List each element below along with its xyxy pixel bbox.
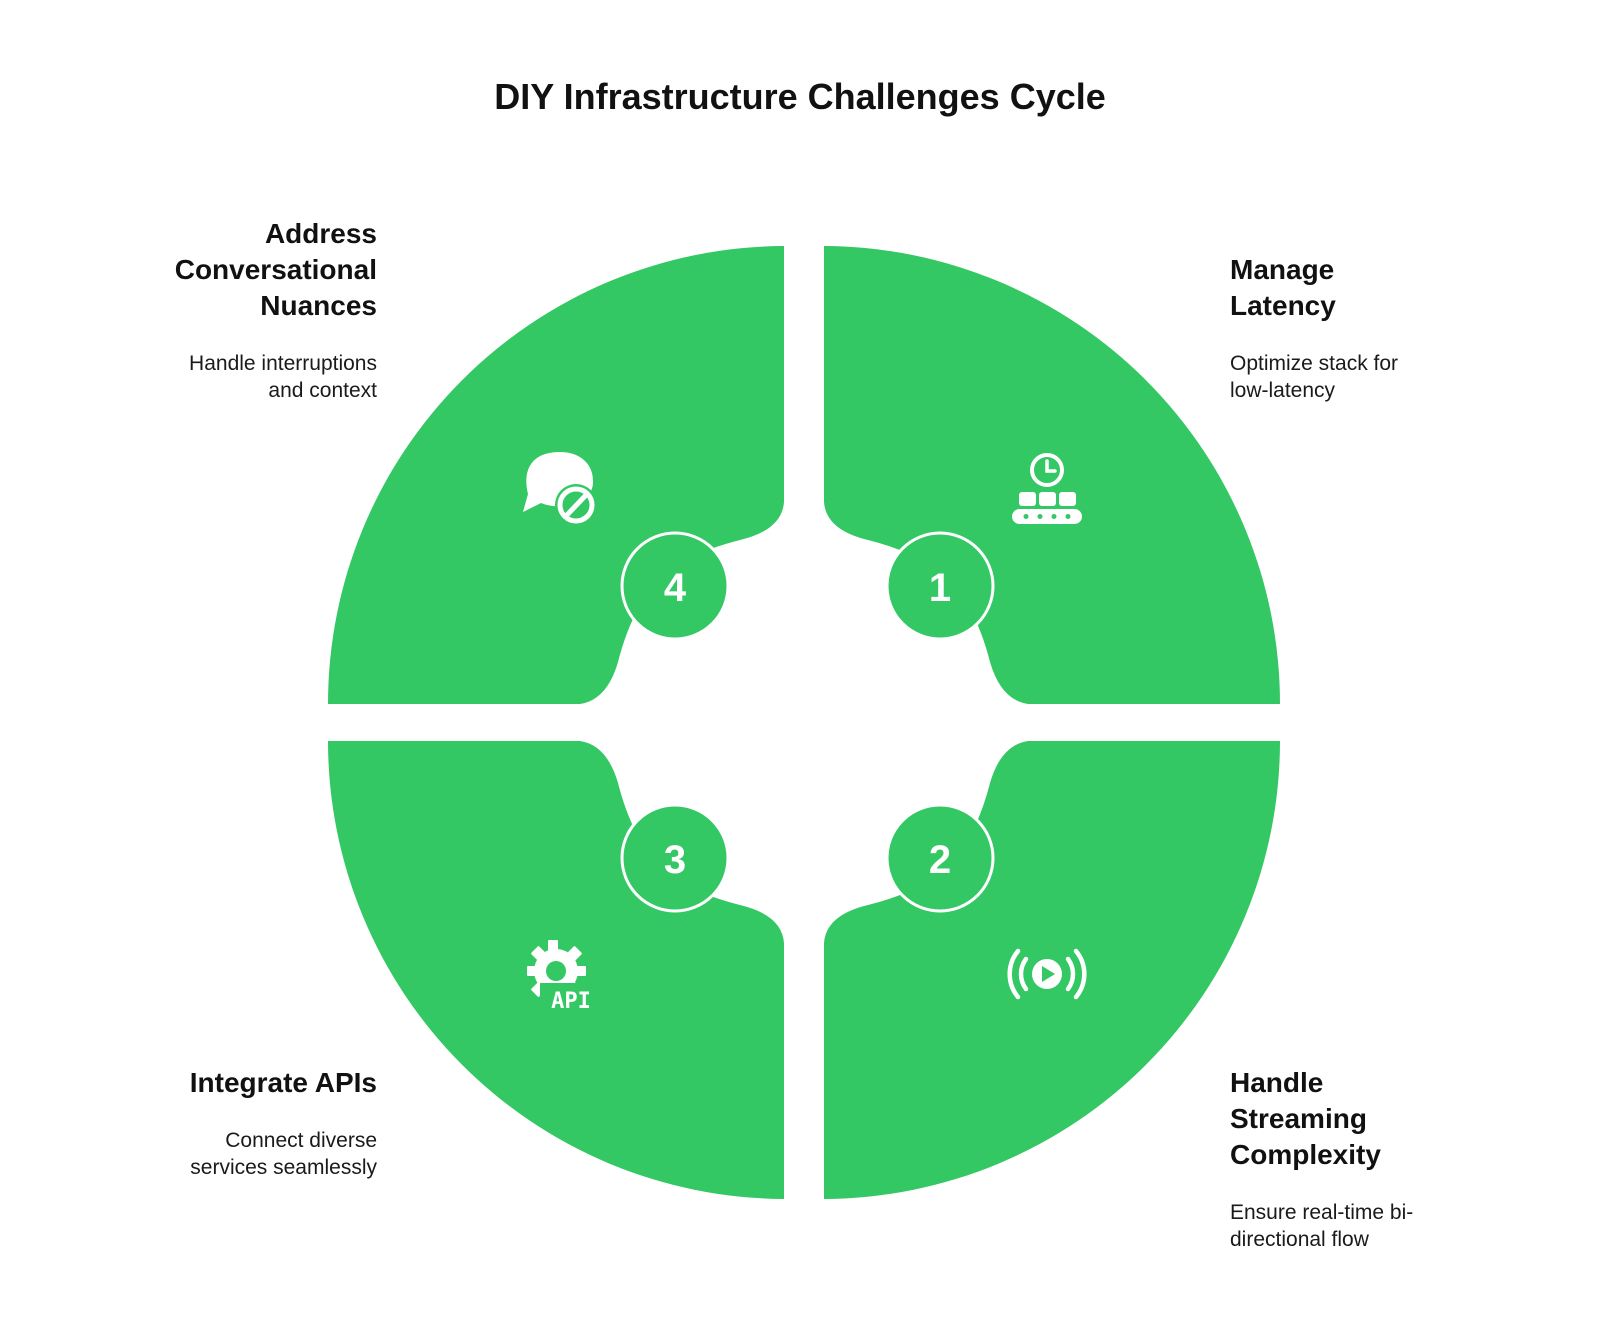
step-badge-4: 4 [620, 531, 730, 641]
step-heading-4-line-2: Conversational [174, 254, 377, 285]
step-badge-3: 3 [620, 803, 730, 913]
step-heading-2-line-3: Complexity [1230, 1139, 1381, 1170]
step-heading-1: Manage Latency [1230, 252, 1460, 324]
step-heading-2: Handle Streaming Complexity [1230, 1065, 1460, 1173]
diagram-title: DIY Infrastructure Challenges Cycle [494, 76, 1106, 117]
step-number-1: 1 [929, 566, 951, 610]
step-description-4-line-2: and context [268, 379, 377, 402]
step-badge-2: 2 [885, 803, 995, 913]
gear-api-icon: API [527, 940, 604, 1014]
step-description-2-line-1: Ensure real-time bi- [1230, 1201, 1414, 1224]
step-heading-2-line-1: Handle [1230, 1067, 1324, 1098]
step-heading-2-line-2: Streaming [1230, 1103, 1367, 1134]
step-description-1-line-2: low-latency [1230, 379, 1336, 402]
chat-blocked-icon [523, 452, 597, 526]
segment-1 [824, 246, 1280, 704]
step-heading-4-line-1: Address [264, 218, 377, 249]
step-description-3-line-2: services seamlessly [190, 1156, 377, 1179]
step-heading-4: Address Conversational Nuances [147, 216, 377, 324]
step-heading-4-line-3: Nuances [260, 290, 377, 321]
step-description-4-line-1: Handle interruptions [189, 352, 377, 375]
step-number-2: 2 [929, 838, 951, 882]
step-label-4: Address Conversational Nuances Handle in… [147, 216, 377, 404]
step-heading-3-line-1: Integrate APIs [189, 1067, 377, 1098]
step-heading-3: Integrate APIs [147, 1065, 377, 1101]
step-description-1: Optimize stack for low-latency [1230, 350, 1460, 404]
step-description-3: Connect diverse services seamlessly [147, 1127, 377, 1181]
step-description-3-line-1: Connect diverse [225, 1129, 377, 1152]
step-description-2: Ensure real-time bi- directional flow [1230, 1199, 1460, 1253]
clock-conveyor-icon [1012, 453, 1082, 524]
step-number-4: 4 [664, 566, 687, 610]
step-description-1-line-1: Optimize stack for [1230, 352, 1399, 375]
step-heading-1-line-2: Latency [1230, 290, 1336, 321]
step-label-3: Integrate APIs Connect diverse services … [147, 1065, 377, 1181]
step-description-2-line-2: directional flow [1230, 1228, 1369, 1251]
step-badge-1: 1 [885, 531, 995, 641]
step-label-2: Handle Streaming Complexity Ensure real-… [1230, 1065, 1460, 1253]
step-number-3: 3 [664, 838, 686, 882]
step-description-4: Handle interruptions and context [147, 350, 377, 404]
api-icon-label: API [551, 989, 591, 1014]
step-label-1: Manage Latency Optimize stack for low-la… [1230, 252, 1460, 404]
step-heading-1-line-1: Manage [1230, 254, 1335, 285]
broadcast-play-icon [1007, 948, 1087, 1000]
